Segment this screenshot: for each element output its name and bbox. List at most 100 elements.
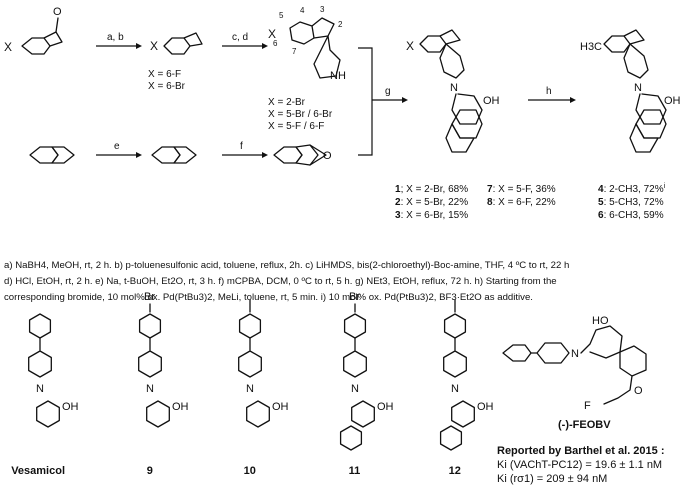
spiro-x-value-2: X = 5-Br / 6-Br: [268, 109, 333, 120]
spiro-x-label: X: [268, 27, 276, 41]
arrow-step-e: e: [96, 141, 142, 158]
yields-table-mid: 7: X = 5-F, 36% 8: X = 6-F, 22%: [487, 184, 556, 208]
aminoalcohol-product-x: X N OH: [406, 29, 500, 153]
compound-label: 12: [449, 465, 461, 477]
product-n-label: N: [450, 82, 458, 94]
indene-structure: X X = 6-F X = 6-Br: [148, 32, 203, 92]
epoxide-oxygen-label: O: [323, 150, 332, 162]
methyl-label: H3C: [580, 41, 602, 53]
arrow-step-ab: a, b: [96, 32, 142, 49]
dihydronaphthalene-structure: [151, 146, 197, 164]
indanone-structure: X O: [4, 6, 63, 55]
cyclohexanol-ring: [36, 400, 60, 428]
cyclohexanol-ring: [146, 400, 170, 428]
conditions-line-1: a) NaBH4, MeOH, rt, 2 h. b) p-toluenesul…: [4, 260, 570, 271]
yield-row-6: 6: 6-CH3, 59%: [598, 210, 664, 221]
feobv-name: (-)-FEOBV: [558, 419, 611, 431]
naphthalene-structure: [29, 146, 75, 164]
piperidine-ring: [443, 350, 467, 378]
methyl-product-n-label: N: [634, 82, 642, 94]
step-label-g: g: [385, 86, 391, 97]
compound-label: 9: [147, 465, 153, 477]
feobv-structure: N HO O F (-)-FEOBV Reported by Barthel e…: [497, 315, 665, 485]
spiro-indene-piperidine-structure: 5 4 3 2 6 7 X NH X = 2-Br X = 5-Br / 6-B…: [268, 5, 346, 132]
feobv-f-label: F: [584, 400, 591, 412]
compound-5: N OH 12: [439, 299, 494, 477]
feobv-ho-label: HO: [592, 315, 609, 327]
fused-benzo-ring: [439, 425, 463, 451]
yield-row-4: 4: 2-CH3, 72%i: [598, 183, 666, 195]
yield-row-8: 8: X = 6-F, 22%: [487, 197, 556, 208]
indene-x-value-1: X = 6-F: [148, 69, 181, 80]
step-label-h: h: [546, 86, 552, 97]
compound-oh-label: OH: [477, 401, 494, 413]
piperidine-ring: [138, 350, 162, 378]
compound-n-label: N: [146, 383, 154, 395]
compound-n-label: N: [246, 383, 254, 395]
aryl-ring: [443, 313, 467, 339]
ketone-oxygen-label: O: [53, 6, 62, 18]
step-label-e: e: [114, 141, 120, 152]
feobv-reported: Reported by Barthel et al. 2015 :: [497, 445, 665, 457]
yields-table-right: 4: 2-CH3, 72%i 5: 5-CH3, 72% 6: 6-CH3, 5…: [598, 183, 666, 221]
cyclohexanol-ring: [451, 400, 475, 428]
locant-5: 5: [279, 11, 284, 20]
compound-oh-label: OH: [62, 401, 79, 413]
compound-substituent-label: Br: [144, 291, 155, 303]
compound-3: N OH 10: [238, 299, 289, 477]
fused-benzo-ring: [339, 425, 363, 451]
locant-4: 4: [300, 6, 305, 15]
locant-3: 3: [320, 5, 325, 14]
arrow-step-cd: c, d: [222, 32, 268, 49]
locant-6: 6: [273, 39, 278, 48]
piperidine-ring: [28, 350, 52, 378]
step-label-f: f: [240, 141, 243, 152]
indene-x-label: X: [150, 39, 158, 53]
product-x-label: X: [406, 39, 414, 53]
spiro-nh-label: NH: [330, 70, 346, 82]
feobv-ki-sigma: Ki (rσ1) = 209 ± 94 nM: [497, 473, 607, 485]
piperidine-ring: [238, 350, 262, 378]
reaction-conditions: a) NaBH4, MeOH, rt, 2 h. b) p-toluenesul…: [4, 258, 682, 306]
step-label-ab: a, b: [107, 32, 124, 43]
compound-2: BrN OH 9: [138, 291, 189, 477]
aryl-ring: [28, 313, 52, 339]
yield-row-5: 5: 5-CH3, 72%: [598, 197, 664, 208]
spiro-x-value-3: X = 5-F / 6-F: [268, 121, 324, 132]
conditions-line-3: corresponding bromide, 10 mol% ox. Pd(Pt…: [4, 292, 533, 303]
aryl-ring: [343, 313, 367, 339]
methyl-product-oh-label: OH: [664, 95, 681, 107]
feobv-n-label: N: [571, 348, 579, 360]
compound-oh-label: OH: [272, 401, 289, 413]
compound-n-label: N: [351, 383, 359, 395]
piperidine-ring: [343, 350, 367, 378]
conditions-line-2: d) HCl, EtOH, rt, 2 h. e) Na, t-BuOH, Et…: [4, 276, 557, 287]
arrow-step-f: f: [222, 141, 268, 158]
feobv-o-label: O: [634, 385, 643, 397]
yield-row-7: 7: X = 5-F, 36%: [487, 184, 556, 195]
compound-substituent-label: Br: [349, 291, 360, 303]
compound-n-label: N: [451, 383, 459, 395]
compound-oh-label: OH: [377, 401, 394, 413]
arrow-step-g: g: [358, 47, 408, 156]
aminoalcohol-product-methyl: H3C N OH: [580, 29, 681, 153]
compound-label: 10: [244, 465, 256, 477]
yields-table-left: 1; X = 2-Br, 68% 2: X = 5-Br, 22% 3: X =…: [395, 184, 468, 221]
compound-label: 11: [349, 465, 361, 477]
x-substituent-label: X: [4, 40, 12, 54]
cyclohexanol-ring: [246, 400, 270, 428]
compound-oh-label: OH: [172, 401, 189, 413]
arrow-step-h: h: [528, 86, 576, 103]
feobv-ki-vacht: Ki (VAChT-PC12) = 19.6 ± 1.1 nM: [497, 459, 662, 471]
spiro-x-value-1: X = 2-Br: [268, 97, 306, 108]
indene-x-value-2: X = 6-Br: [148, 81, 186, 92]
cyclohexanol-ring: [351, 400, 375, 428]
step-label-cd: c, d: [232, 32, 248, 43]
yield-row-1: 1; X = 2-Br, 68%: [395, 184, 468, 195]
locant-2: 2: [338, 20, 343, 29]
compound-4: BrN OH 11: [339, 291, 394, 477]
aryl-ring: [238, 313, 262, 339]
